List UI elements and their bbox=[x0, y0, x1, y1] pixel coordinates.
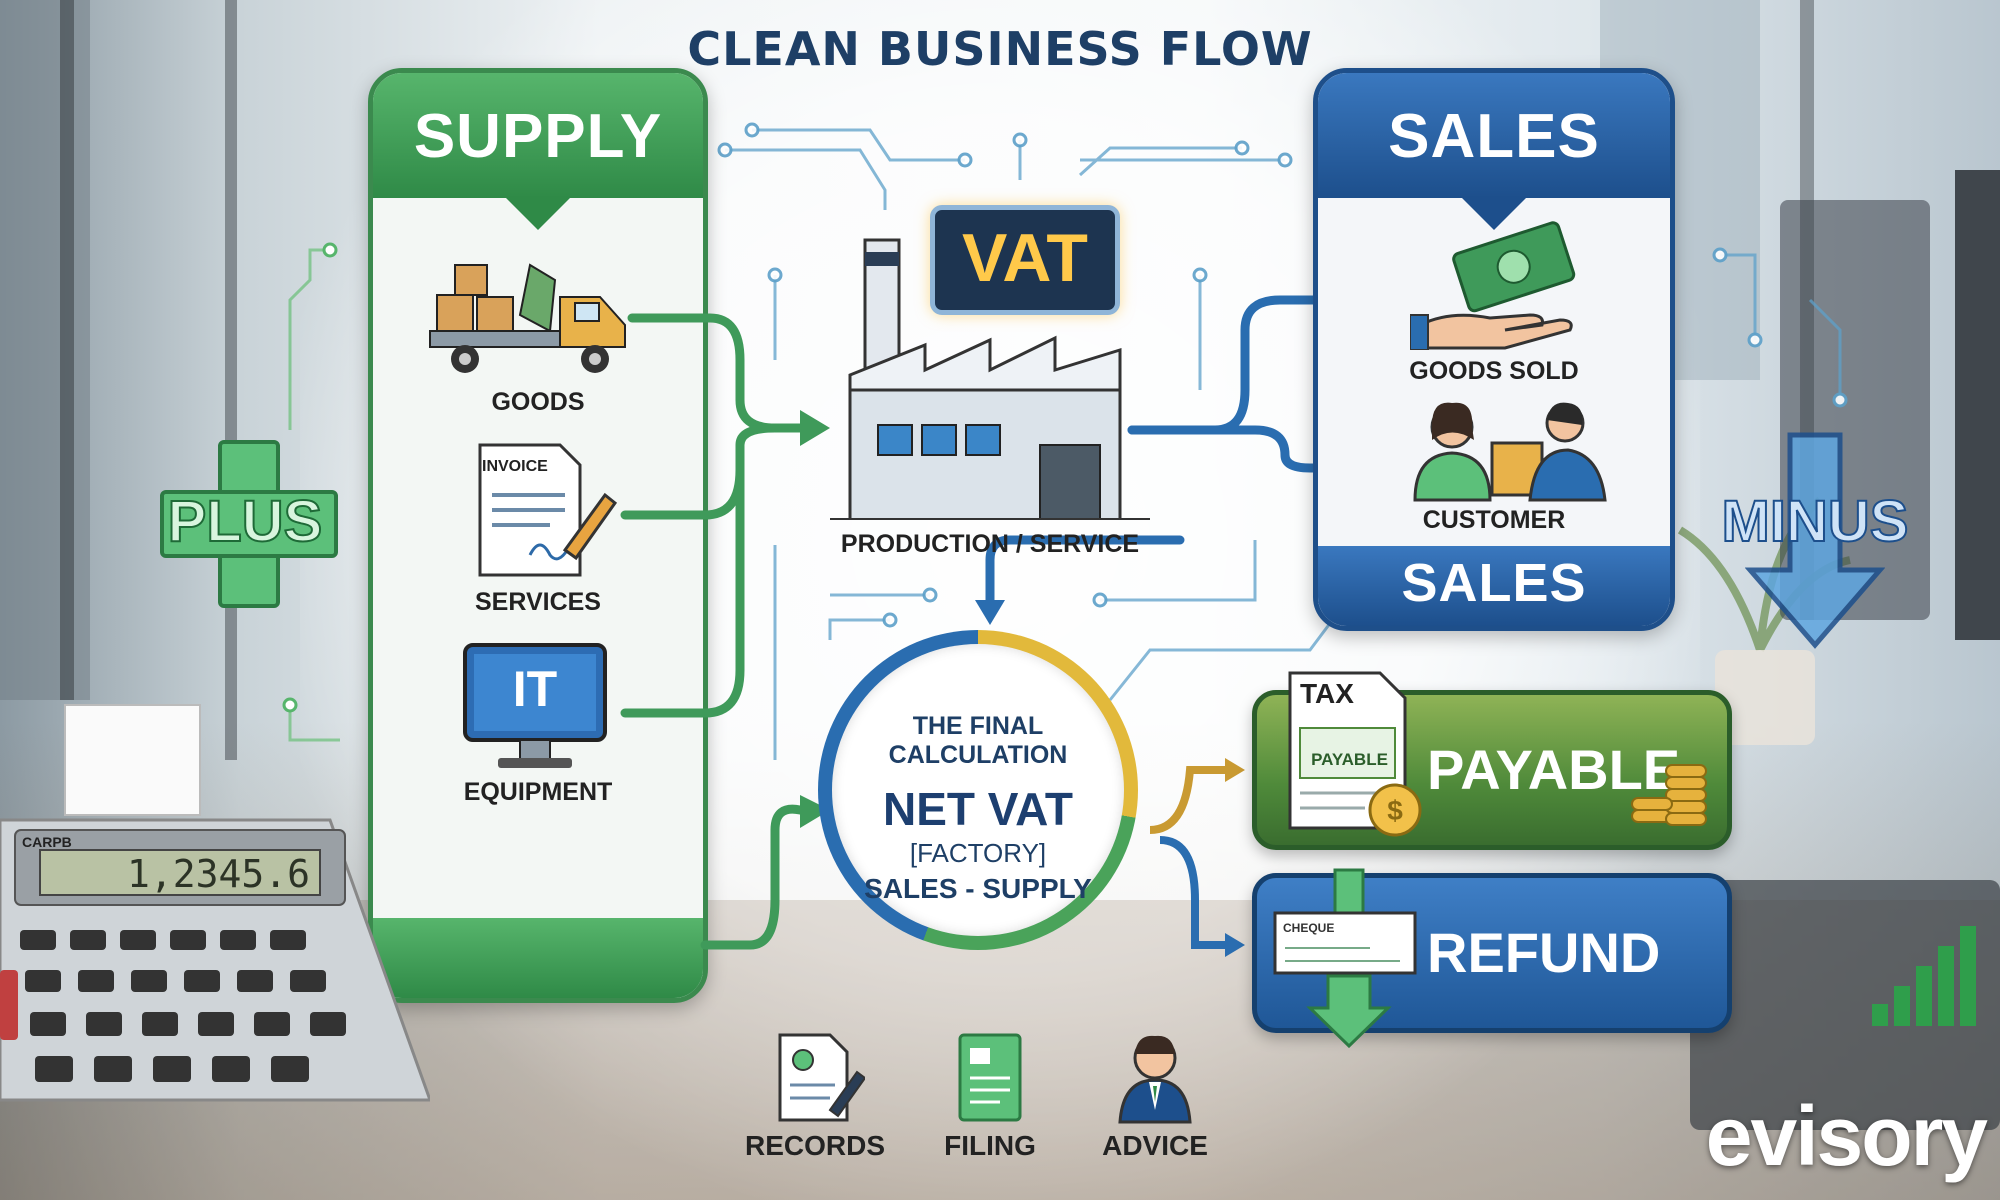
net-vat-title: NET VAT bbox=[832, 782, 1124, 836]
tax-doc-title: TAX bbox=[1300, 678, 1354, 710]
calc-formula: SALES - SUPPLY bbox=[832, 873, 1124, 905]
svg-text:$: $ bbox=[1387, 795, 1403, 826]
calculator-display: 1,2345.6 bbox=[60, 852, 310, 896]
calculator-brand: CARPB bbox=[22, 834, 72, 850]
cheque-icon bbox=[1270, 868, 1430, 1048]
refund-label: REFUND bbox=[1427, 878, 1660, 1028]
calc-factory: [FACTORY] bbox=[832, 838, 1124, 869]
filing-icon bbox=[955, 1030, 1025, 1125]
money-hand-icon bbox=[1410, 220, 1590, 350]
calculator-icon bbox=[0, 700, 430, 1130]
dollar-coin-icon: $ bbox=[1365, 780, 1425, 840]
minus-label: MINUS bbox=[1690, 488, 1940, 555]
coin-stack-icon bbox=[1630, 755, 1710, 830]
calc-line-1: THE FINAL bbox=[832, 712, 1124, 741]
sales-title: SALES bbox=[1318, 101, 1670, 172]
sales-footer: SALES bbox=[1318, 546, 1670, 626]
sales-item-customer-label: CUSTOMER bbox=[1313, 506, 1675, 535]
sales-footer-title: SALES bbox=[1318, 552, 1670, 614]
brand-logo: evisory bbox=[1686, 1088, 1986, 1185]
calc-line-2: CALCULATION bbox=[832, 741, 1124, 770]
service-filing-label: FILING bbox=[905, 1130, 1075, 1162]
sales-header: SALES bbox=[1318, 73, 1670, 198]
service-advice-label: ADVICE bbox=[1070, 1130, 1240, 1162]
factory-label: PRODUCTION / SERVICE bbox=[810, 530, 1170, 559]
service-records-label: RECORDS bbox=[730, 1130, 900, 1162]
records-icon bbox=[775, 1030, 865, 1125]
vat-sign: VAT bbox=[930, 205, 1120, 315]
cheque-text: CHEQUE bbox=[1283, 921, 1334, 935]
vat-sign-text: VAT bbox=[935, 210, 1115, 306]
customer-icon bbox=[1410, 395, 1610, 505]
tax-doc-stamp: PAYABLE bbox=[1302, 750, 1397, 770]
sales-item-goods-sold-label: GOODS SOLD bbox=[1313, 357, 1675, 386]
advisor-icon bbox=[1115, 1030, 1195, 1125]
